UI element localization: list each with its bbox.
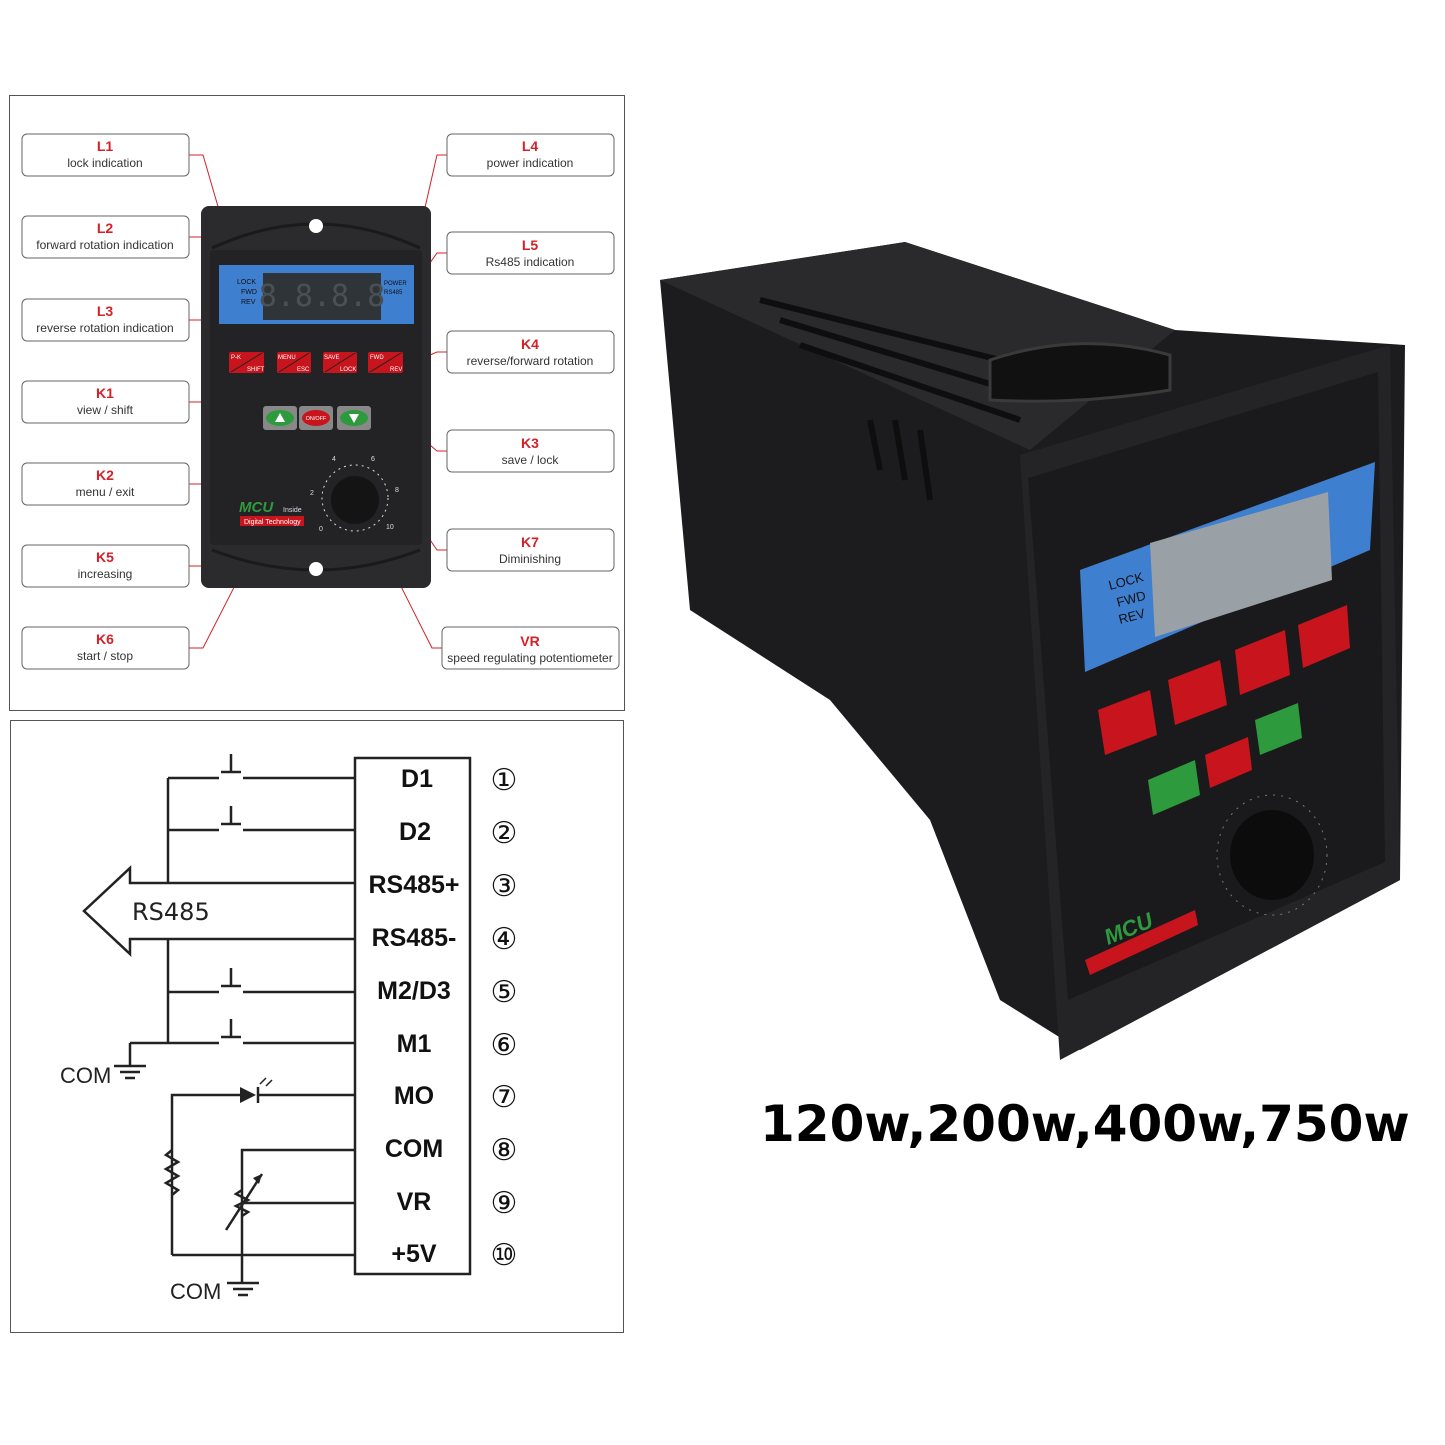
up-arrow-icon [275,413,285,422]
terminal-label: RS485+ [368,871,459,899]
terminal-label: M2/D3 [377,977,451,1005]
svg-text:FWD: FWD [370,355,384,361]
terminal-label: D1 [401,765,433,793]
key-on-off[interactable]: ON/OFF [299,406,333,430]
ground-label: COM [60,1063,111,1088]
svg-text:P-K: P-K [231,355,241,361]
svg-text:ON/OFF: ON/OFF [306,416,327,422]
svg-text:6: 6 [371,456,375,463]
terminal-numbers: ① ② ③ ④ ⑤ ⑥ ⑦ ⑧ ⑨ ⑩ [491,763,518,1273]
led-icon [240,1087,256,1103]
svg-text:8: 8 [395,487,399,494]
svg-text:④: ④ [491,922,518,957]
callout-desc: menu / exit [76,485,135,499]
terminal-label: D2 [399,818,431,846]
callout-code: VR [520,633,539,649]
callout-desc: reverse/forward rotation [467,354,594,368]
callout-desc: increasing [78,567,133,581]
terminal-label: COM [385,1135,443,1163]
terminal-label: VR [397,1188,432,1216]
led-display [263,273,381,320]
svg-text:⑨: ⑨ [491,1186,518,1221]
terminal-labels: D1 D2 RS485+ RS485- M2/D3 M1 MO COM VR +… [368,765,459,1268]
svg-text:MENU: MENU [278,355,296,361]
callout-desc: reverse rotation indication [36,321,173,335]
key-fwd-rev[interactable]: FWD REV [368,352,403,373]
svg-text:⑦: ⑦ [491,1080,518,1115]
controller-front: 8.8.8.8 LOCK FWD REV POWER RS485 P-K SHIF… [201,206,431,588]
callout-code: K3 [521,435,539,451]
fwd-indicator: FWD [241,289,257,296]
controller-photo: LOCK FWD REV MCU [660,242,1405,1060]
power-indicator: POWER [384,281,407,287]
panel-layout-diagram: 8.8.8.8 LOCK FWD REV POWER RS485 P-K SHIF… [9,95,625,711]
callout-code: K1 [96,385,114,401]
ground-label: COM [170,1279,221,1304]
svg-text:2: 2 [310,490,314,497]
brand-tag: Digital Technology [244,519,301,526]
rev-indicator: REV [241,299,256,306]
rs485-bus-label: RS485 [132,898,210,926]
terminal-label: +5V [391,1240,437,1268]
svg-text:SAVE: SAVE [324,355,340,361]
callout-desc: forward rotation indication [36,238,173,252]
callout-code: L3 [97,303,114,319]
svg-text:10: 10 [386,524,394,531]
svg-text:⑩: ⑩ [491,1238,518,1273]
svg-text:REV: REV [390,367,402,373]
callout-desc: Rs485 indication [486,255,575,269]
key-increase[interactable] [263,406,297,430]
callout-desc: Diminishing [499,552,561,566]
terminal-label: RS485- [372,924,457,952]
svg-text:ESC: ESC [297,367,310,373]
svg-text:⑧: ⑧ [491,1133,518,1168]
callout-code: L5 [522,237,539,253]
wiring-diagram: RS485 COM COM D1 D2 RS485+ RS485- M2/D3 … [10,720,624,1333]
svg-text:SHIFT: SHIFT [247,367,265,373]
callout-code: L4 [522,138,539,154]
svg-text:REV: REV [1117,605,1147,626]
key-decrease[interactable] [337,406,371,430]
svg-text:⑤: ⑤ [491,975,518,1010]
svg-text:FWD: FWD [1115,588,1147,610]
svg-text:①: ① [491,763,518,798]
svg-text:4: 4 [332,456,336,463]
svg-text:③: ③ [491,869,518,904]
callout-desc: lock indication [67,156,142,170]
svg-text:LOCK: LOCK [340,367,356,373]
brand-logo: MCU [239,499,274,516]
down-arrow-icon [349,414,359,423]
callout-code: K7 [521,534,539,550]
key-pk-shift[interactable]: P-K SHIFT [229,352,265,373]
callouts-left: L1 lock indication L2 forward rotation i… [21,133,190,670]
callout-desc: speed regulating potentiometer [447,651,612,665]
power-rating-caption: 120w,200w,400w,750w [760,1095,1410,1153]
callout-desc: power indication [487,156,574,170]
brand-suffix: Inside [283,507,302,514]
svg-text:0: 0 [319,526,323,533]
callout-code: L1 [97,138,114,154]
callout-code: K6 [96,631,114,647]
rs485-indicator: RS485 [384,290,403,296]
callout-desc: save / lock [502,453,560,467]
svg-text:⑥: ⑥ [491,1028,518,1063]
terminal-label: MO [394,1082,434,1110]
callout-code: K5 [96,549,114,565]
callout-code: K4 [521,336,539,352]
display-digits: 8.8.8.8 [259,279,385,314]
callout-desc: view / shift [77,403,134,417]
lock-indicator: LOCK [237,279,256,286]
terminal-label: M1 [397,1030,432,1058]
svg-text:②: ② [491,816,518,851]
callouts-right: L4 power indication L5 Rs485 indication … [441,133,620,670]
callout-desc: start / stop [77,649,133,663]
callout-code: L2 [97,220,114,236]
callout-code: K2 [96,467,114,483]
speed-potentiometer[interactable]: 0 2 4 6 8 10 [310,456,399,533]
